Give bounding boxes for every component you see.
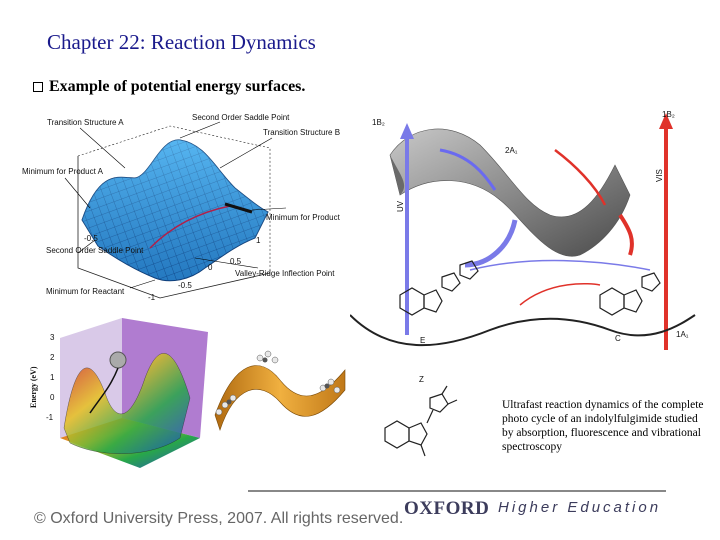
label-min-reactant: Minimum for Reactant <box>46 287 125 296</box>
label-transition-a: Transition Structure A <box>47 118 124 127</box>
c-label: C <box>615 334 621 343</box>
z-label: Z <box>419 375 424 384</box>
oxford-logo-text: OXFORD <box>404 498 490 519</box>
energy-tick: 2 <box>50 353 55 362</box>
photochemistry-pes-figure: 1B₂ 1B₂ 2A₁ 1A₁ UV VIS E C <box>350 110 696 350</box>
bullet-box-icon <box>33 82 43 92</box>
bullet-text: Example of potential energy surfaces. <box>49 78 306 95</box>
bullet-item: Example of potential energy surfaces. <box>33 78 305 96</box>
tick-label: -1 <box>148 293 156 302</box>
footer-divider <box>248 490 666 492</box>
label-transition-b-text: Transition Structure B <box>263 128 340 137</box>
labeled-pes-figure: Transition Structure A Second Order Sadd… <box>22 113 340 302</box>
tick-label: -0.5 <box>178 281 192 290</box>
tick-label: -0.5 <box>84 234 98 243</box>
copyright-text: © Oxford University Press, 2007. All rig… <box>34 510 404 527</box>
higher-education-text: Higher Education <box>498 499 662 516</box>
label-min-product-a: Minimum for Product A <box>22 167 104 176</box>
uv-label: UV <box>396 200 405 212</box>
state-label-1a1: 1A₁ <box>676 330 689 339</box>
figure-caption: Ultrafast reaction dynamics of the compl… <box>502 399 704 453</box>
molecule-ribbon-figure <box>214 350 346 431</box>
state-label-1b2-right: 1B₂ <box>662 110 675 119</box>
z-isomer-figure: Z <box>384 375 458 457</box>
e-label: E <box>420 336 425 345</box>
slide-title: Chapter 22: Reaction Dynamics <box>47 30 316 54</box>
label-second-order-top: Second Order Saddle Point <box>192 113 290 122</box>
label-second-order-left: Second Order Saddle Point <box>46 246 144 255</box>
energy-tick: -1 <box>46 413 54 422</box>
label-transition-b: Transition Structure B <box>263 128 340 137</box>
energy-tick: 3 <box>50 333 55 342</box>
label-min-product-b: Minimum for Product B <box>266 213 340 222</box>
tick-label: 0.5 <box>230 257 242 266</box>
state-label-2a1: 2A₁ <box>505 146 518 155</box>
label-valley-ridge: Valley-Ridge Inflection Point <box>235 269 335 278</box>
vis-label: VIS <box>655 169 664 182</box>
energy-axis-label: Energy (eV) <box>30 366 38 408</box>
tick-label: 0 <box>208 263 213 272</box>
energy-tick: 1 <box>50 373 55 382</box>
energy-landscape-figure: Energy (eV) 3 2 1 0 -1 <box>30 318 208 468</box>
state-label-1b2-left: 1B₂ <box>372 118 385 127</box>
energy-tick: 0 <box>50 393 55 402</box>
tick-label: 1 <box>256 236 261 245</box>
